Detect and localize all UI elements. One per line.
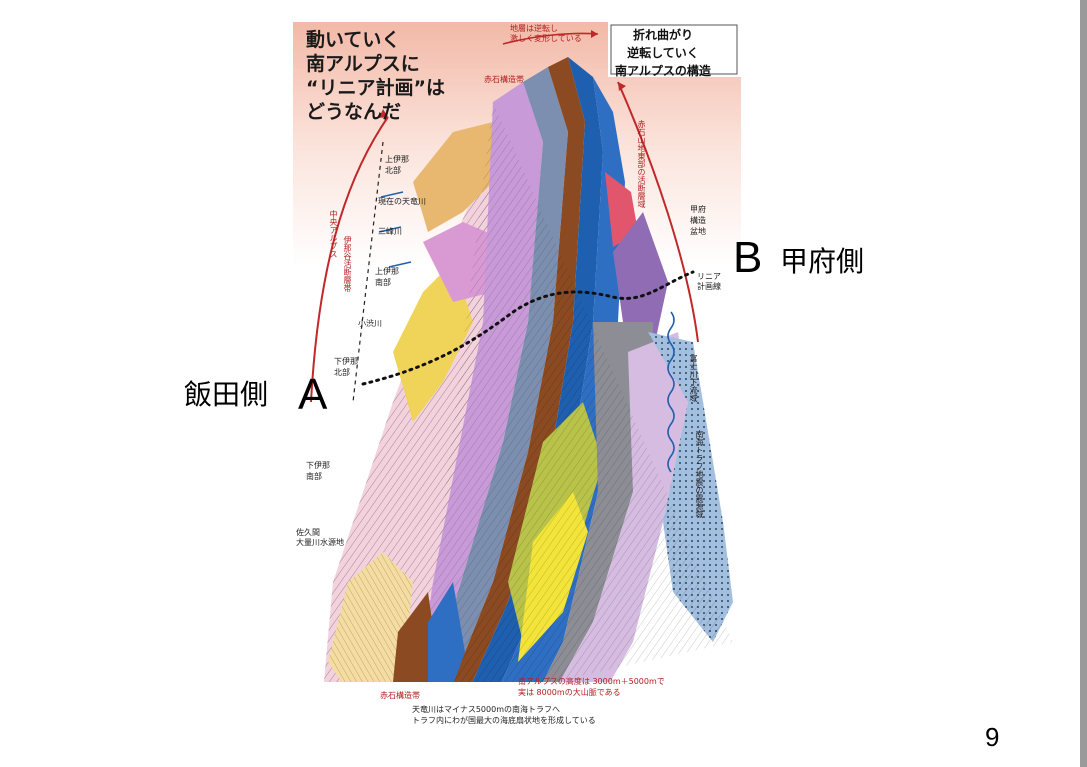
right-edge-bar bbox=[1080, 0, 1087, 767]
pale-violet-band bbox=[543, 332, 688, 712]
point-a-letter: A bbox=[298, 370, 328, 419]
nankai-trough-label: 南海トラフ地震の震源域 bbox=[695, 430, 704, 518]
page-number: 9 bbox=[985, 722, 1000, 752]
kamiina-south-label: 上伊那 南部 bbox=[375, 267, 399, 287]
orange-ridge bbox=[413, 122, 503, 232]
akaishi-zone-top-label: 赤石構造帯 bbox=[484, 75, 524, 84]
tenryu-river-label: 現在の天竜川 bbox=[378, 197, 426, 206]
wavy-line-icon bbox=[667, 311, 675, 473]
top-red-note: 地層は逆転し 激しく変形している bbox=[510, 24, 582, 43]
ina-valley-fault-label: 伊那谷活断層帯 bbox=[343, 236, 352, 292]
arrow-head-icon bbox=[618, 82, 626, 91]
chuo-alps-label: 中央アルプス bbox=[329, 210, 338, 258]
red-arrow-right-icon bbox=[617, 81, 699, 343]
bottom-caption: 天竜川はマイナス5000mの南海トラフへ トラフ内にわが国最大の海底扇状地を形成… bbox=[412, 705, 596, 725]
shimoina-south-label: 下伊那 南部 bbox=[306, 461, 330, 481]
kamiina-north-label: 上伊那 北部 bbox=[385, 155, 409, 175]
figure-title-line: 南アルプスに bbox=[306, 53, 420, 75]
structure-title-box bbox=[608, 22, 741, 77]
linear-route-line bbox=[361, 270, 695, 386]
iida-side-label: 飯田側 bbox=[184, 378, 269, 411]
blue-prong bbox=[428, 582, 465, 712]
mibu-river-label: 三峰川 bbox=[378, 227, 402, 236]
koshibu-river-label: 小渋川 bbox=[358, 319, 382, 328]
blue-arrows-icon bbox=[378, 191, 412, 268]
linear-route-label: リニア 計画線 bbox=[697, 272, 721, 291]
figure-title-line: 動いていく bbox=[306, 29, 401, 51]
red-lens bbox=[605, 172, 638, 247]
arrow-head-icon bbox=[379, 109, 388, 118]
fuji-river-label: 富士川下流域 bbox=[689, 354, 698, 402]
kofu-basin-label: 甲府 構造 盆地 bbox=[690, 205, 706, 236]
structure-title-line: 南アルプスの構造 bbox=[615, 64, 711, 78]
caption-band bbox=[293, 682, 741, 722]
figure-title-line: どうなんだ bbox=[306, 101, 402, 123]
bottom-red-caption: 南アルプスの高度は 3000m＋5000mで 実は 8000mの大山脈である bbox=[518, 677, 665, 697]
dashed-guide bbox=[352, 141, 384, 403]
structure-title-line: 折れ曲がり bbox=[632, 28, 693, 42]
akaishi-zone-bottom-label: 赤石構造帯 bbox=[380, 691, 420, 700]
arrow-head-icon bbox=[591, 30, 598, 38]
figure-title: 動いていく 南アルプスに “リニア計画”は どうなんだ bbox=[306, 28, 496, 124]
point-b-letter: B bbox=[733, 233, 763, 282]
kofu-side-label: 甲府側 bbox=[780, 245, 865, 278]
purple-lens bbox=[613, 212, 668, 352]
figure-title-line: “リニア計画”は bbox=[306, 77, 445, 99]
red-arrow-top-icon bbox=[502, 32, 599, 45]
structure-title-line: 逆転していく bbox=[627, 46, 699, 60]
sakuma-label: 佐久間 大量川水源地 bbox=[296, 528, 344, 547]
structure-title: 折れ曲がり 逆転していく 南アルプスの構造 bbox=[600, 26, 726, 80]
red-arrow-left-icon bbox=[310, 116, 389, 403]
akaishi-fault-label: 赤石山地東部の活断層域 bbox=[637, 120, 646, 208]
geology-illustration bbox=[293, 22, 741, 722]
shimoina-north-label: 下伊那 北部 bbox=[334, 357, 358, 377]
